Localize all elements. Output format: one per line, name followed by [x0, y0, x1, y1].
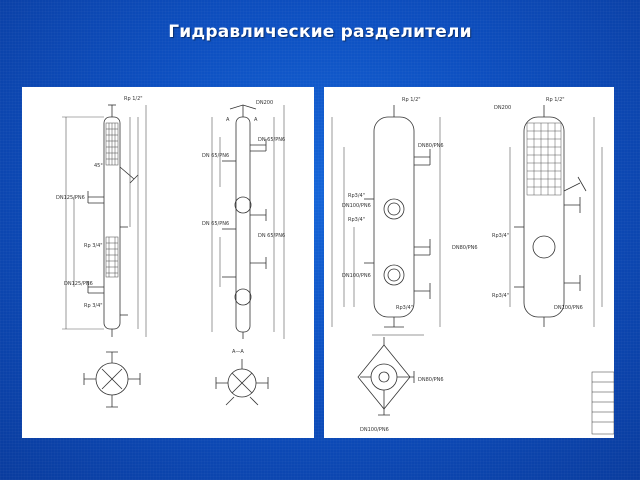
vessel-2-body [235, 116, 251, 333]
label-dn65-b: DN 65/PN6 [202, 153, 229, 159]
label-rp34-b: Rp 3/4" [84, 303, 103, 309]
vessel-3-body [373, 116, 415, 318]
label-rp12-a: Rp 1/2" [402, 97, 421, 103]
label-rp12: Rp 1/2" [124, 96, 143, 102]
label-dn100-b: DN100/PN6 [342, 273, 371, 279]
vessel-4-mesh [526, 122, 562, 196]
plan-view-section [215, 359, 269, 406]
drawing-sheet-left: Rp 1/2" DN200 DN125/PN6 DN125/PN6 Rp 3/4… [22, 87, 314, 438]
vessel-1-mesh-bottom [105, 236, 119, 278]
label-dn200: DN200 [494, 105, 511, 111]
label-dn100-c: DN100/PN6 [554, 305, 583, 311]
slide-title: Гидравлические разделители [168, 22, 472, 42]
label-dn65-a: DN 65/PN6 [258, 137, 285, 143]
label-section: A—A [232, 349, 244, 355]
label-angle: 45° [94, 163, 103, 169]
label-dn200: DN200 [256, 100, 273, 106]
label-a1: A [226, 117, 230, 123]
label-rp34-e: Rp3/4" [492, 293, 509, 299]
label-dn65-c: DN 65/PN6 [202, 221, 229, 227]
drawing-sheet-right: Rp 1/2" Rp 1/2" DN200 DN80/PN6 DN80/PN6 … [324, 87, 615, 438]
label-dn80-c: DN80/PN6 [418, 377, 444, 383]
label-dn80-a: DN80/PN6 [418, 143, 444, 149]
label-dn100-a: DN100/PN6 [342, 203, 371, 209]
label-rp12-b: Rp 1/2" [546, 97, 565, 103]
label-dn80-b: DN80/PN6 [452, 245, 478, 251]
label-rp34-c: Rp3/4" [396, 305, 413, 311]
vessel-1-mesh-top [105, 122, 119, 166]
plan-view-left [83, 351, 141, 408]
label-dn65-d: DN 65/PN6 [258, 233, 285, 239]
label-rp34-d: Rp3/4" [492, 233, 509, 239]
title-block [591, 371, 615, 435]
plan-view-triangle [357, 337, 415, 416]
label-dn100-d: DN100/PN6 [360, 427, 389, 433]
label-rp34-a: Rp3/4" [348, 193, 365, 199]
label-rp34-a: Rp 3/4" [84, 243, 103, 249]
technical-drawing-right: Rp 1/2" Rp 1/2" DN200 DN80/PN6 DN80/PN6 … [331, 97, 615, 435]
label-dn125-bottom: DN125/PN6 [64, 281, 93, 287]
technical-drawing-left: Rp 1/2" DN200 DN125/PN6 DN125/PN6 Rp 3/4… [56, 96, 285, 408]
label-rp34-b: Rp3/4" [348, 217, 365, 223]
label-dn125-top: DN125/PN6 [56, 195, 85, 201]
label-a2: A [254, 117, 258, 123]
